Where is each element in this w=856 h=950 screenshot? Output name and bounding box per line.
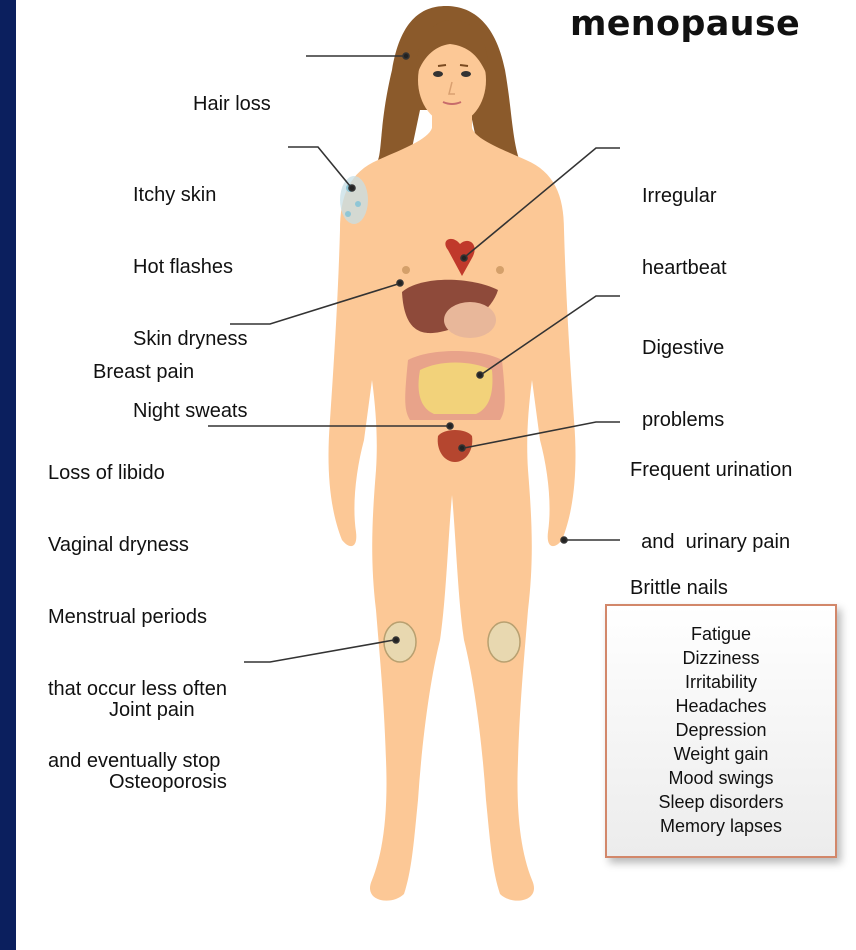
callout-line: Loss of libido xyxy=(48,461,227,485)
symptom-item: Fatigue xyxy=(607,622,835,646)
stomach-organ xyxy=(444,302,496,338)
general-symptoms-box: Fatigue Dizziness Irritability Headaches… xyxy=(605,604,837,858)
symptom-item: Depression xyxy=(607,718,835,742)
callout-line: Menstrual periods xyxy=(48,605,227,629)
callout-line: Hair loss xyxy=(193,92,271,116)
callout-line: Itchy skin xyxy=(133,183,248,207)
leader-joint xyxy=(244,640,394,662)
intestine-organ xyxy=(419,363,493,415)
symptom-item: Headaches xyxy=(607,694,835,718)
callout-line: Osteoporosis xyxy=(109,770,227,794)
callout-line: Hot flashes xyxy=(133,255,248,279)
callout-line: Digestive xyxy=(642,336,724,360)
symptom-item: Irritability xyxy=(607,670,835,694)
callout-line: Vaginal dryness xyxy=(48,533,227,557)
symptom-item: Mood swings xyxy=(607,766,835,790)
callout-joint-pain: Joint pain Osteoporosis xyxy=(109,650,227,842)
body-silhouette xyxy=(329,110,576,901)
general-symptoms-list: Fatigue Dizziness Irritability Headaches… xyxy=(607,606,835,838)
knee-joints xyxy=(384,622,520,662)
callout-line: Joint pain xyxy=(109,698,227,722)
callout-line: Brittle nails xyxy=(630,576,728,600)
symptom-item: Weight gain xyxy=(607,742,835,766)
symptom-item: Memory lapses xyxy=(607,814,835,838)
symptom-item: Sleep disorders xyxy=(607,790,835,814)
skin-irritation xyxy=(340,176,368,224)
leader-skin xyxy=(288,147,350,186)
callout-line: Frequent urination xyxy=(630,458,792,482)
callout-line: Breast pain xyxy=(93,360,194,384)
symptom-item: Dizziness xyxy=(607,646,835,670)
diagram-title: menopause xyxy=(570,4,800,44)
callout-line: Irregular xyxy=(642,184,727,208)
callout-line: heartbeat xyxy=(642,256,727,280)
